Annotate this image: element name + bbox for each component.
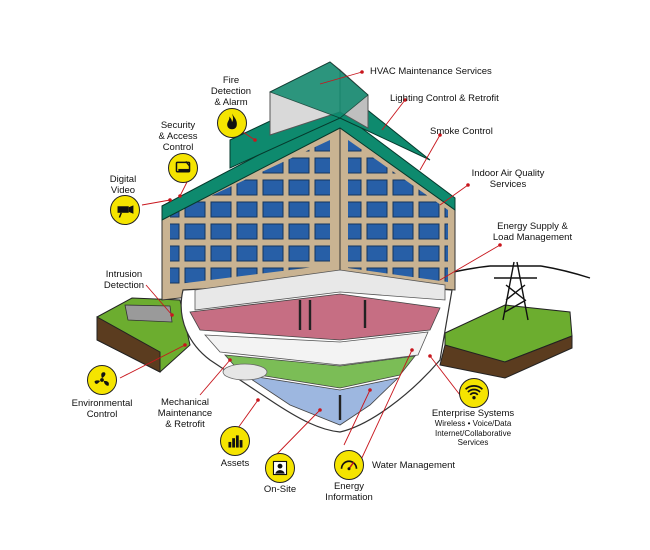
label-enterprise-systems: Enterprise Systems Wireless • Voice/Data… bbox=[418, 408, 528, 448]
label-iaq-line1: Indoor Air Quality bbox=[471, 168, 545, 179]
label-security-access: Security & Access Control bbox=[153, 120, 203, 153]
label-energy-info-line1: Energy bbox=[333, 481, 365, 492]
label-mechanical-line1: Mechanical bbox=[160, 397, 210, 408]
leader-lines bbox=[119, 71, 501, 463]
label-mechanical-line3: & Retrofit bbox=[165, 419, 205, 430]
label-digital-video: Digital Video bbox=[103, 174, 143, 196]
camera-icon[interactable] bbox=[110, 195, 140, 225]
building-right-facade bbox=[339, 119, 456, 291]
label-energy-information: Energy Information bbox=[316, 481, 382, 503]
card-reader-icon[interactable] bbox=[168, 153, 198, 183]
label-video-line2: Video bbox=[110, 185, 136, 196]
label-indoor-air-quality: Indoor Air Quality Services bbox=[468, 168, 548, 190]
label-energy-supply: Energy Supply & Load Management bbox=[485, 221, 580, 243]
ground-right bbox=[439, 304, 573, 379]
label-security-line2: & Access bbox=[158, 131, 198, 142]
label-assets: Assets bbox=[220, 458, 250, 469]
label-intrusion-line1: Intrusion bbox=[105, 269, 143, 280]
label-security-line3: Control bbox=[162, 142, 194, 153]
building-cutaway bbox=[180, 269, 453, 433]
label-fire-detection: Fire Detection & Alarm bbox=[210, 75, 252, 108]
label-hvac: HVAC Maintenance Services bbox=[370, 66, 492, 77]
leader-dots bbox=[168, 70, 502, 412]
label-fire-line2: Detection bbox=[210, 86, 252, 97]
gauge-icon[interactable] bbox=[334, 450, 364, 480]
label-intrusion-line2: Detection bbox=[103, 280, 145, 291]
label-enterprise-line3: Internet/Collaborative bbox=[434, 428, 512, 438]
label-mechanical-maintenance: Mechanical Maintenance & Retrofit bbox=[152, 397, 218, 430]
label-fire-line3: & Alarm bbox=[214, 97, 248, 108]
label-lighting: Lighting Control & Retrofit bbox=[390, 93, 499, 104]
label-environmental-control: Environmental Control bbox=[64, 398, 140, 420]
label-intrusion-detection: Intrusion Detection bbox=[96, 269, 152, 291]
label-iaq-line2: Services bbox=[489, 179, 527, 190]
label-enterprise-line4: Services bbox=[457, 438, 489, 447]
label-enterprise-line2: Wireless • Voice/Data bbox=[434, 419, 512, 428]
bar-chart-icon[interactable] bbox=[220, 426, 250, 456]
label-energy-info-line2: Information bbox=[325, 492, 373, 503]
person-icon[interactable] bbox=[265, 453, 295, 483]
label-security-line1: Security bbox=[160, 120, 196, 131]
wireless-icon[interactable] bbox=[459, 378, 489, 408]
ground-left bbox=[96, 297, 191, 373]
label-video-line1: Digital bbox=[109, 174, 137, 185]
label-fire-line1: Fire bbox=[222, 75, 240, 86]
label-smoke: Smoke Control bbox=[430, 126, 493, 137]
label-enterprise-line1: Enterprise Systems bbox=[431, 408, 515, 419]
label-environmental-line2: Control bbox=[86, 409, 118, 420]
label-mechanical-line2: Maintenance bbox=[157, 408, 213, 419]
flame-icon[interactable] bbox=[217, 108, 247, 138]
label-energy-supply-line2: Load Management bbox=[492, 232, 573, 243]
roof bbox=[161, 61, 456, 221]
fan-icon[interactable] bbox=[87, 365, 117, 395]
label-onsite: On-Site bbox=[263, 484, 297, 495]
label-water-management: Water Management bbox=[372, 460, 456, 471]
label-energy-supply-line1: Energy Supply & bbox=[497, 221, 568, 232]
label-environmental-line1: Environmental bbox=[71, 398, 133, 409]
